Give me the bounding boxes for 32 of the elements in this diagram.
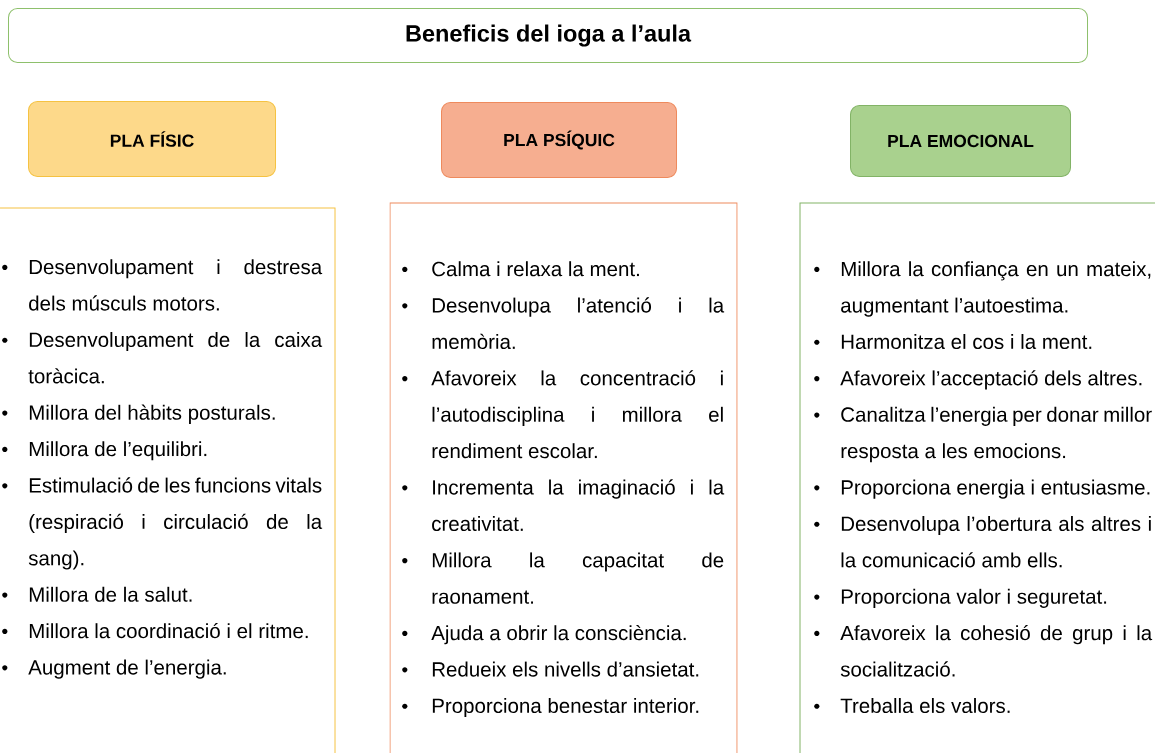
bullet-item: Millora la capacitat de raonament. [402, 552, 724, 604]
bullet-item: Millora del hàbits posturals. [2, 404, 275, 424]
list-box [799, 202, 1155, 753]
list-box [389, 202, 738, 753]
bullet-item: Calma i relaxa la ment. [402, 261, 639, 277]
bullet-item: Incrementa la imaginació i la creativitat. [402, 479, 725, 532]
bullet-item: Desenvolupa l’atenció i la memòria. [402, 297, 725, 350]
bullet-item: Treballa els valors. [814, 698, 1010, 714]
bullet-item: Millora la coordinació i el ritme. [2, 622, 308, 639]
bullet-item: Proporciona benestar interior. [402, 698, 699, 718]
bullet-item: Afavoreix la concentració i l’autodisciplina i millora el rendiment escolar. [402, 370, 723, 459]
bullet-item: Proporciona valor i seguretat. [814, 588, 1107, 608]
heading-box: PLA EMOCIONAL [850, 105, 1071, 177]
bullet-item: Augment de l’energia. [2, 659, 226, 679]
bullet-item: Millora de la salut. [2, 586, 192, 602]
bullet-item: Redueix els nivells d’ansietat. [402, 661, 699, 677]
bullet-item: Estimulació de les funcions vitals (respiració i circulació de la sang). [2, 477, 323, 570]
bullet-item: Desenvolupament i destresa dels músculs motors. [2, 259, 323, 311]
bullet-item: Desenvolupament de la caixa toràcica. [2, 332, 323, 384]
bullet-item: Ajuda a obrir la consciència. [402, 624, 686, 645]
bullet-item: Afavoreix la cohesió de grup i la socialització. [814, 624, 1153, 677]
bullet-item: Canalitza l’energia per donar millor resposta a les emocions. [814, 406, 1152, 463]
bullet-item: Proporciona energia i entusiasme. [814, 479, 1150, 499]
list-box [0, 207, 336, 753]
title-box: Beneficis del ioga a l’aula [8, 8, 1088, 63]
bullet-item: Desenvolupa l’obertura als altres i la comunicació amb ells. [814, 516, 1151, 568]
bullet-item: Millora de l’equilibri. [2, 441, 207, 461]
bullet-item: Afavoreix l’acceptació dels altres. [814, 370, 1142, 390]
bullet-item: Harmonitza el cos i la ment. [814, 334, 1092, 350]
heading-box: PLA PSÍQUIC [441, 102, 677, 178]
bullet-item: Millora la confiança en un mateix, augmentant l’autoestima. [814, 261, 1151, 317]
heading-box: PLA FÍSIC [28, 101, 276, 177]
